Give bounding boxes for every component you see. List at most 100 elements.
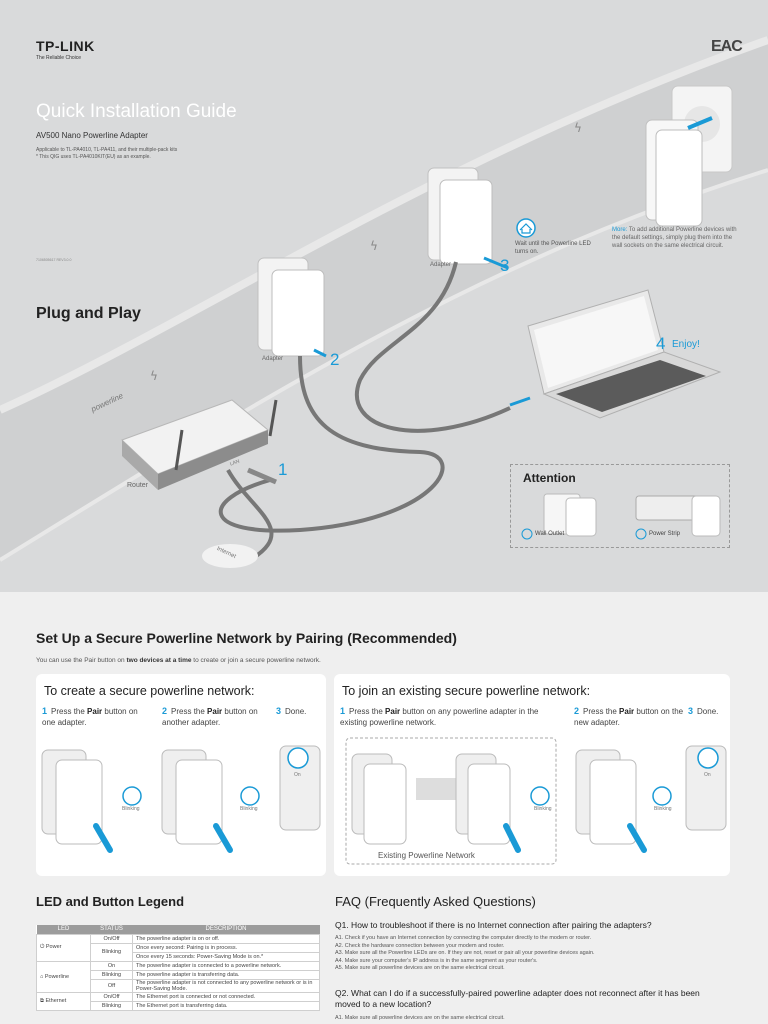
step-number: 1: [340, 706, 346, 716]
step-text: button on the new adapter.: [574, 707, 684, 727]
description-cell: The Ethernet port is connected or not co…: [132, 991, 320, 1002]
step-text: Done.: [697, 707, 719, 716]
led-name: Powerline: [44, 973, 70, 980]
led-cell: ⏻ Power: [36, 933, 91, 962]
pair-word: Pair: [385, 707, 401, 716]
led-status-label: On: [294, 772, 301, 778]
table-header-row: LED STATUS DESCRIPTION: [36, 925, 320, 934]
led-status-label: Blinking: [240, 806, 258, 812]
document-number: 7106505617 REV3.0.0: [36, 258, 72, 262]
applicable-models: Applicable to TL-PA4010, TL-PA411, and t…: [36, 147, 178, 153]
step-text: Press the: [171, 707, 208, 716]
step-number: 2: [162, 706, 168, 716]
description-cell: The powerline adapter is on or off.: [132, 933, 320, 944]
step-number: 3: [500, 256, 510, 275]
step-number: 1: [42, 706, 48, 716]
attention-box: Attention Wall Outlet Power Strip: [510, 464, 730, 548]
column-header: LED: [36, 925, 91, 934]
attention-title: Attention: [523, 471, 576, 485]
plug-and-play-panel: ϟ ϟ ϟ: [0, 0, 768, 592]
house-icon: ⌂: [40, 973, 44, 980]
faq-question-2: Q2. What can I do if a successfully-pair…: [335, 988, 700, 1009]
step-number: 1: [278, 460, 288, 479]
status-cell: Blinking: [90, 969, 133, 980]
power-strip-label: Power Strip: [649, 531, 681, 537]
led-cell: ⧉ Ethernet: [36, 991, 91, 1011]
description-cell: The Ethernet port is transferring data.: [132, 1000, 320, 1011]
applicability-note: Applicable to TL-PA4010, TL-PA411, and t…: [36, 147, 177, 161]
router-label: Router: [127, 482, 149, 489]
led-status-label: Blinking: [122, 806, 140, 812]
status-cell: On: [90, 960, 133, 971]
column-header: STATUS: [90, 925, 133, 934]
pair-word: Pair: [619, 707, 635, 716]
led-name: Ethernet: [45, 997, 67, 1004]
ethernet-icon: ⧉: [40, 997, 44, 1004]
faq-answer-line: A5. Make sure all powerline devices are …: [335, 965, 505, 971]
eac-mark: EAC: [711, 38, 743, 55]
led-status-label: Blinking: [654, 806, 672, 812]
step-number: 2: [330, 350, 340, 369]
step-number: 2: [574, 706, 580, 716]
more-label: More:: [612, 227, 628, 233]
join-card-title: To join an existing secure powerline net…: [342, 684, 591, 698]
faq-heading: FAQ (Frequently Asked Questions): [335, 894, 536, 909]
step-text: button on one adapter.: [42, 707, 138, 727]
description-cell: Once every second: Pairing is in process…: [132, 942, 320, 953]
pairing-heading: Set Up a Secure Powerline Network by Pai…: [36, 630, 457, 646]
pair-word: Pair: [87, 707, 103, 716]
enjoy-text: Enjoy!: [672, 339, 700, 350]
svg-text:ϟ: ϟ: [574, 121, 582, 135]
led-name: Power: [45, 944, 62, 950]
legend-heading: LED and Button Legend: [36, 894, 185, 909]
step-number: 3: [276, 706, 282, 716]
faq-question-1: Q1. How to troubleshoot if there is no I…: [335, 920, 652, 930]
wait-instruction: Wait until the Powerline LED turns on.: [515, 241, 591, 255]
more-text: To add additional Powerline devices with…: [612, 227, 737, 249]
status-cell: On/Off: [90, 991, 133, 1002]
led-cell: ⌂ Powerline: [36, 960, 91, 993]
table-row: ⌂ Powerline On The powerline adapter is …: [36, 960, 320, 993]
plug-and-play-heading: Plug and Play: [36, 305, 141, 322]
status-cell: Off: [90, 978, 133, 993]
brand-tagline: The Reliable Choice: [36, 55, 82, 61]
led-status-label: Blinking: [534, 806, 552, 812]
faq-answer-1: A1. Check if you have an Internet connec…: [335, 935, 730, 973]
status-cell: On/Off: [90, 933, 133, 944]
step-number: 4: [656, 334, 666, 353]
step-text: Press the: [583, 707, 620, 716]
adapter-label: Adapter: [430, 262, 452, 268]
existing-network-label: Existing Powerline Network: [378, 851, 475, 860]
status-cell: Blinking: [90, 942, 133, 962]
status-cell: Blinking: [90, 1000, 133, 1011]
step-text: Done.: [285, 707, 307, 716]
faq-answer-2: A1. Make sure all powerline devices are …: [335, 1015, 505, 1021]
step-text: Press the: [51, 707, 88, 716]
table-row: Blinking The Ethernet port is transferri…: [37, 1000, 320, 1011]
create-illustration: [41, 745, 321, 853]
description-cell: The powerline adapter is connected to a …: [132, 960, 320, 971]
brand-logo: TP-LINK The Reliable Choice: [36, 38, 95, 61]
step-text: Press the: [349, 707, 386, 716]
step-text: button on another adapter.: [162, 707, 258, 727]
adapter-label: Adapter: [262, 356, 284, 362]
svg-text:ϟ: ϟ: [370, 239, 378, 253]
product-subtitle: AV500 Nano Powerline Adapter: [36, 131, 148, 140]
join-illustration: [345, 737, 727, 865]
join-network-card: To join an existing secure powerline net…: [334, 674, 730, 876]
description-cell: Once every 15 seconds: Power-Saving Mode…: [132, 951, 320, 962]
faq-answer-line: A1. Check if you have an Internet connec…: [335, 935, 592, 941]
more-note: More: To add additional Powerline device…: [612, 226, 742, 250]
faq-answer-line: A3. Make sure all the Powerline LEDs are…: [335, 950, 595, 956]
step-text: button on any powerline adapter in the e…: [340, 707, 539, 727]
table-row: ⏻ Power On/Off The powerline adapter is …: [36, 933, 320, 962]
pairing-intro-emphasis: two devices at a time: [126, 657, 192, 664]
power-icon: ⏻: [40, 944, 45, 950]
pairing-intro-c: to create or join a secure powerline net…: [191, 657, 321, 664]
